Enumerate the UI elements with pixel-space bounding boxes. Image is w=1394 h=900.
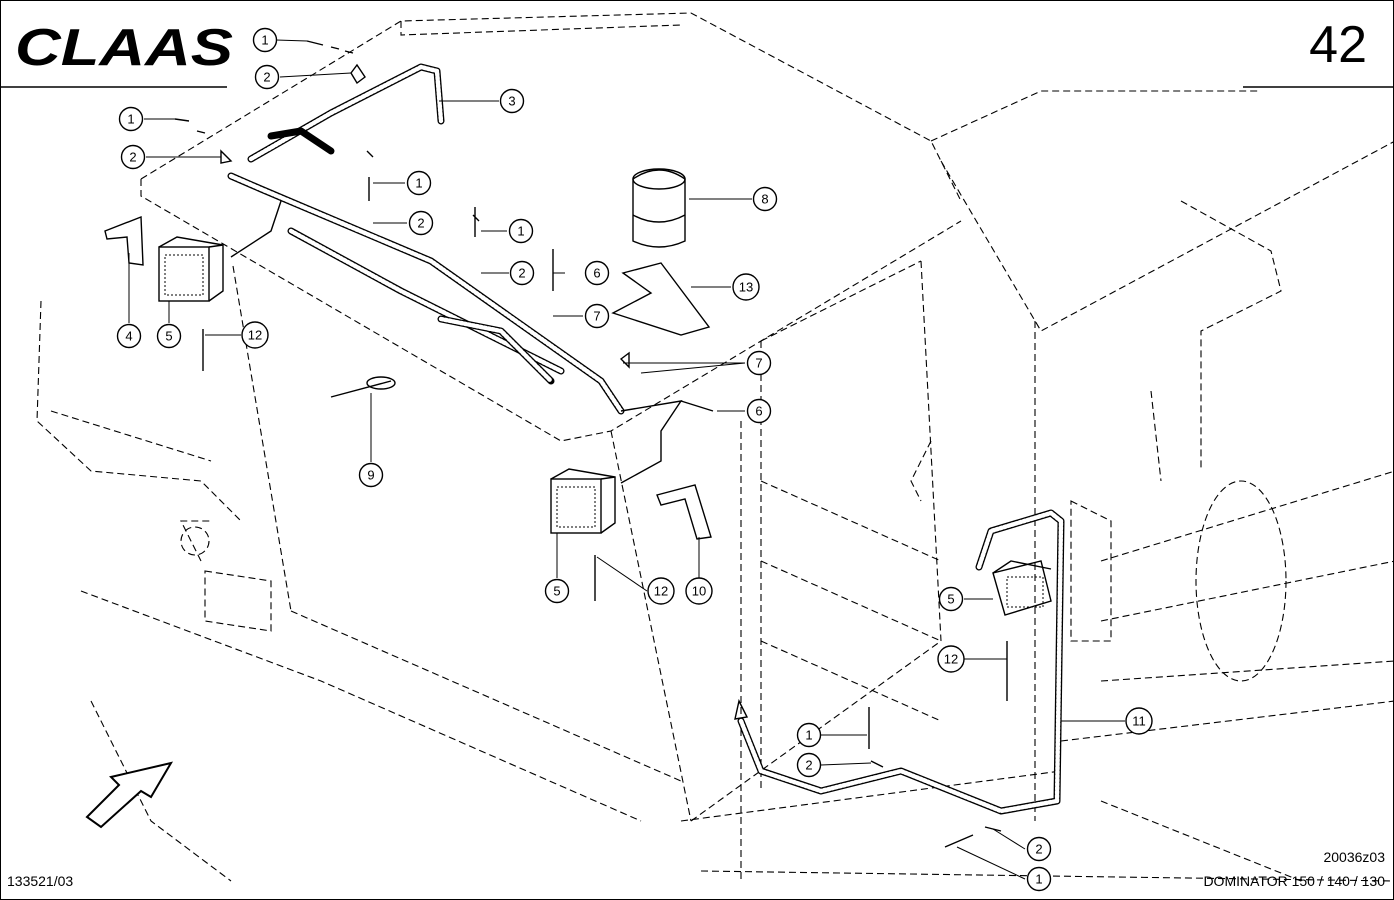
svg-text:1: 1 — [517, 224, 524, 239]
cable-to-lamp — [620, 400, 683, 484]
work-lamp-right — [992, 560, 1052, 616]
cable-run-11 — [737, 509, 1065, 815]
cable-to-left-lamp — [230, 200, 282, 258]
callout-7: 7 — [584, 303, 610, 329]
callout-2: 2 — [796, 752, 822, 778]
bracket-10 — [656, 484, 712, 540]
callout-5: 5 — [544, 578, 570, 604]
svg-text:2: 2 — [417, 216, 424, 231]
svg-text:11: 11 — [1132, 714, 1146, 729]
svg-text:7: 7 — [593, 309, 600, 324]
svg-text:1: 1 — [1035, 872, 1042, 887]
svg-text:13: 13 — [739, 280, 753, 295]
leader-lines — [128, 39, 1125, 880]
svg-text:2: 2 — [518, 266, 525, 281]
callout-9: 9 — [358, 462, 384, 488]
callout-2: 2 — [120, 144, 146, 170]
cab-outline — [36, 12, 1393, 882]
callout-3: 3 — [499, 88, 525, 114]
svg-text:3: 3 — [508, 94, 515, 109]
svg-text:5: 5 — [165, 329, 172, 344]
callout-12: 12 — [937, 645, 965, 673]
callout-7: 7 — [746, 350, 772, 376]
callout-6: 6 — [746, 398, 772, 424]
svg-text:2: 2 — [129, 150, 136, 165]
svg-text:5: 5 — [947, 592, 954, 607]
callout-8: 8 — [752, 186, 778, 212]
svg-text:1: 1 — [261, 33, 268, 48]
svg-text:5: 5 — [553, 584, 560, 599]
mounting-plate — [611, 262, 711, 336]
svg-text:1: 1 — [805, 728, 812, 743]
svg-text:1: 1 — [415, 176, 422, 191]
callout-5: 5 — [156, 323, 182, 349]
callout-1: 1 — [796, 722, 822, 748]
svg-text:10: 10 — [692, 584, 706, 599]
callout-1: 1 — [508, 218, 534, 244]
callout-1: 1 — [118, 106, 144, 132]
callout-2: 2 — [1026, 836, 1052, 862]
callout-11: 11 — [1125, 707, 1153, 735]
figure-code: 20036z03 — [1323, 849, 1385, 865]
callout-1: 1 — [1026, 866, 1052, 892]
callout-2: 2 — [509, 260, 535, 286]
work-lamp-center — [550, 468, 616, 534]
svg-text:12: 12 — [248, 328, 262, 343]
callout-4: 4 — [116, 323, 142, 349]
claas-logo: CLAAS — [1, 19, 233, 88]
svg-text:2: 2 — [263, 70, 270, 85]
callout-2: 2 — [408, 210, 434, 236]
fasteners — [174, 40, 1008, 848]
work-lamp-left — [158, 236, 224, 302]
bracket-4 — [104, 215, 144, 266]
svg-text:12: 12 — [654, 584, 668, 599]
svg-text:2: 2 — [805, 758, 812, 773]
drawing-id: 133521/03 — [7, 873, 74, 889]
callout-1: 1 — [406, 170, 432, 196]
svg-text:4: 4 — [125, 329, 132, 344]
callout-2: 2 — [254, 64, 280, 90]
svg-text:6: 6 — [593, 266, 600, 281]
callout-10: 10 — [685, 577, 713, 605]
svg-text:8: 8 — [761, 192, 768, 207]
model-designation: DOMINATOR 150 / 140 / 130 — [1203, 873, 1385, 889]
svg-text:CLAAS: CLAAS — [15, 19, 233, 77]
callout-13: 13 — [732, 273, 760, 301]
page-number: 42 — [1309, 16, 1367, 74]
svg-text:6: 6 — [755, 404, 762, 419]
svg-text:12: 12 — [944, 652, 958, 667]
callout-5: 5 — [938, 586, 964, 612]
callout-12: 12 — [647, 577, 675, 605]
svg-text:9: 9 — [367, 468, 374, 483]
callout-1: 1 — [252, 27, 278, 53]
svg-text:1: 1 — [127, 112, 134, 127]
svg-text:7: 7 — [755, 356, 762, 371]
travel-direction-arrow — [85, 761, 174, 829]
rotating-beacon — [632, 168, 686, 248]
svg-text:2: 2 — [1035, 842, 1042, 857]
callouts: 1 2 3 1 2 1 2 8 1 2 6 13 7 7 6 4 5 12 9 … — [116, 27, 1153, 892]
cable-tie — [330, 376, 396, 398]
wiring-harness — [227, 63, 625, 415]
callout-12: 12 — [241, 321, 269, 349]
callout-6: 6 — [584, 260, 610, 286]
